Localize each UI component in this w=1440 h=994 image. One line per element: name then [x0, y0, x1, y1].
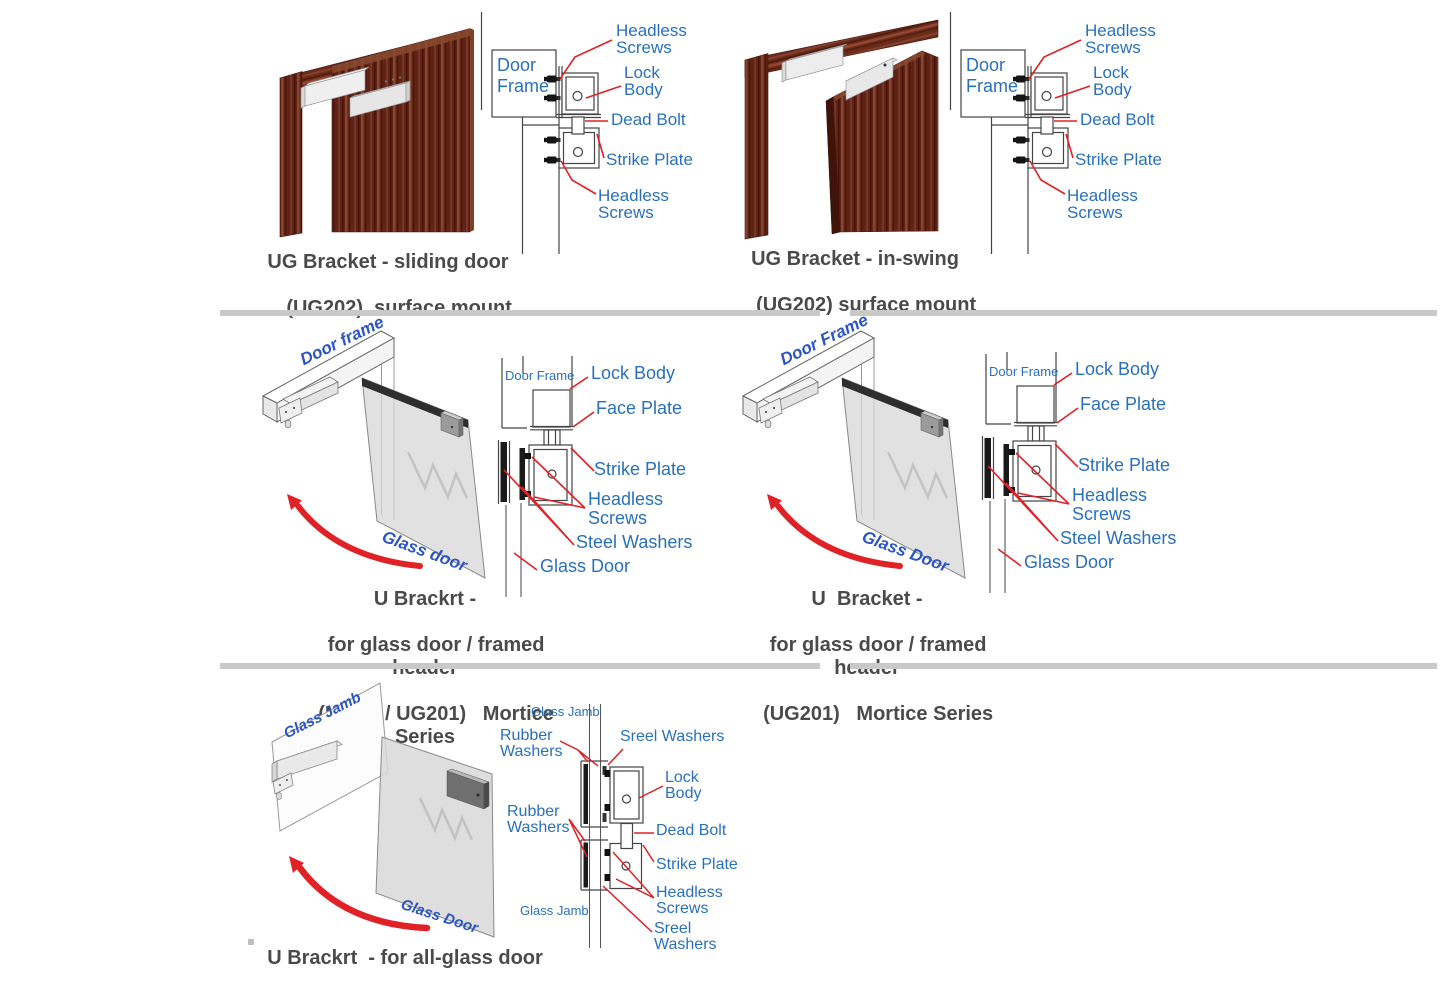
caption-line: for glass door / framed header [769, 634, 987, 679]
label-lock-body: Lock Body [665, 769, 702, 802]
label-rubber-washers-top: Rubber Washers [500, 727, 563, 760]
iso-all-glass-door-illustration [271, 682, 495, 938]
label-lock-body: Lock Body [1075, 359, 1160, 379]
iso-inswing-door-illustration [744, 19, 939, 240]
caption-line: UG Bracket - sliding door [267, 251, 509, 273]
iso-glass-door-framed-header-right [725, 320, 1005, 605]
label-face-plate: Face Plate [1080, 394, 1167, 414]
label-steel-washers: Steel Washers [576, 532, 693, 552]
label-lock-body: Lock Body [624, 63, 663, 99]
label-headless-screws-top: Headless Screws [1085, 21, 1156, 57]
caption-ug200: U Brackrt - for all-glass door (UG200) s… [245, 947, 565, 994]
label-dead-bolt: Dead Bolt [1080, 110, 1155, 129]
label-headless-screws: Headless Screws [1072, 485, 1148, 524]
label-door-frame: Door Frame [505, 368, 575, 383]
divider [850, 663, 1437, 669]
caption-line: U Brackrt - for all-glass door [267, 947, 543, 969]
label-strike-plate: Strike Plate [1075, 150, 1162, 169]
label-strike-plate: Strike Plate [1078, 455, 1171, 475]
iso-glass-door-framed-header-left [245, 320, 525, 605]
caption-ug202-inswing: UG Bracket - in-swing (UG202) surface mo… [705, 248, 1005, 317]
label-glass-jamb-top: Glass Jamb [531, 704, 600, 719]
label-glass-door: Glass Door [540, 556, 631, 576]
caption-line: U Bracket - [811, 588, 923, 610]
label-headless-screws: Headless Screws [656, 884, 723, 917]
caption-line: (UG201) Mortice Series [763, 703, 994, 725]
label-rubber-washers-mid: Rubber Washers [507, 803, 570, 836]
label-headless-screws-bottom: Headless Screws [1067, 186, 1138, 222]
divider [850, 310, 1437, 316]
label-door-frame: Door Frame [989, 364, 1059, 379]
label-door-frame: Door Frame [966, 55, 1019, 96]
caption-line: UG Bracket - in-swing [751, 248, 959, 270]
label-strike-plate: Strike Plate [594, 459, 687, 479]
label-glass-door: Glass Door [1024, 552, 1115, 572]
label-headless-screws: Headless Screws [588, 489, 664, 528]
label-lock-body: Lock Body [591, 363, 676, 383]
label-sreel-washers-top: Sreel Washers [620, 728, 725, 745]
caption-line: U Brackrt - [373, 588, 477, 610]
label-lock-body: Lock Body [1093, 63, 1132, 99]
divider [220, 310, 820, 316]
label-dead-bolt: Dead Bolt [611, 110, 686, 129]
label-steel-washers: Steel Washers [1060, 528, 1177, 548]
label-door-frame: Door Frame [497, 55, 550, 96]
label-sreel-washers-bottom: Sreel Washers [654, 920, 717, 953]
iso-sliding-door-illustration [279, 28, 474, 238]
label-strike-plate: Strike Plate [606, 150, 693, 169]
label-headless-screws-bottom: Headless Screws [598, 186, 669, 222]
label-glass-jamb-bottom: Glass Jamb [520, 903, 589, 918]
label-headless-screws-top: Headless Screws [616, 21, 687, 57]
label-dead-bolt: Dead Bolt [656, 822, 727, 839]
divider [220, 663, 820, 669]
label-strike-plate: Strike Plate [656, 856, 738, 873]
label-face-plate: Face Plate [596, 398, 683, 418]
caption-line: for glass door / framed header [327, 634, 545, 679]
decorative-square [248, 939, 254, 945]
caption-ug201-right: U Bracket - for glass door / framed head… [712, 588, 1022, 726]
